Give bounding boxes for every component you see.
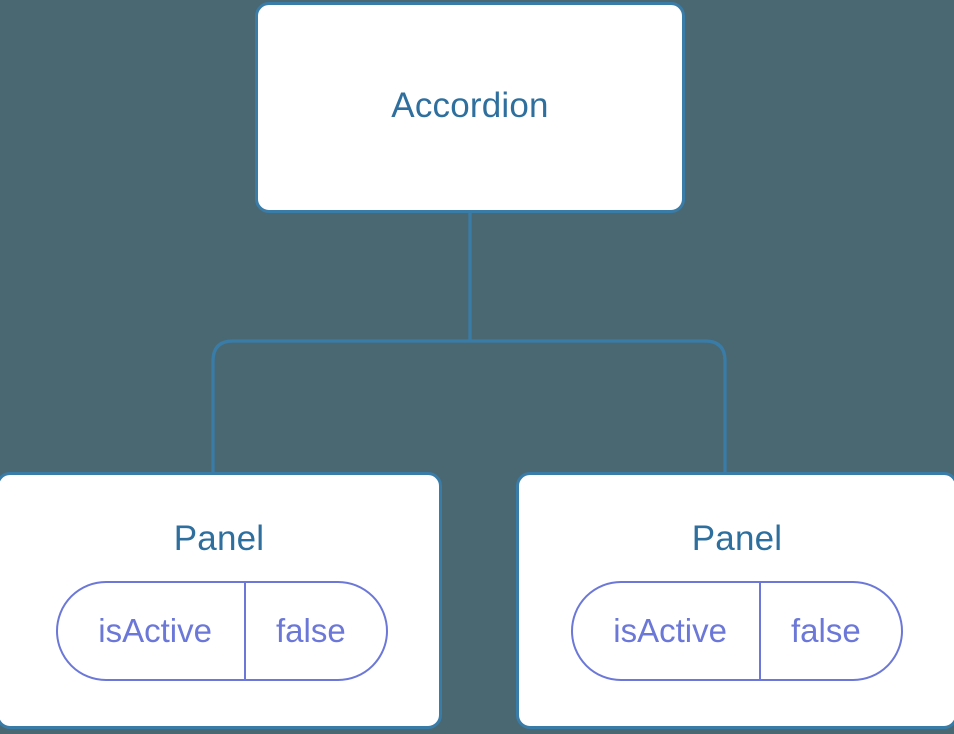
prop-value-isactive-right: false [758,583,901,679]
connector-branch-left [211,339,470,474]
node-panel-left[interactable]: Panel isActive false [0,472,442,729]
prop-key-isactive-left: isActive [98,612,212,649]
prop-pill-isactive-left[interactable]: isActive false [56,581,388,681]
node-panel-right[interactable]: Panel isActive false [516,472,954,729]
prop-key-isactive-right: isActive [613,612,727,649]
node-accordion-title: Accordion [391,85,549,125]
prop-pill-isactive-right[interactable]: isActive false [571,581,903,681]
prop-value-isactive-left: false [243,583,386,679]
node-accordion[interactable]: Accordion [255,2,685,213]
node-panel-left-title: Panel [173,519,265,558]
node-panel-right-title: Panel [691,519,783,558]
connector-branch-right [470,339,727,474]
